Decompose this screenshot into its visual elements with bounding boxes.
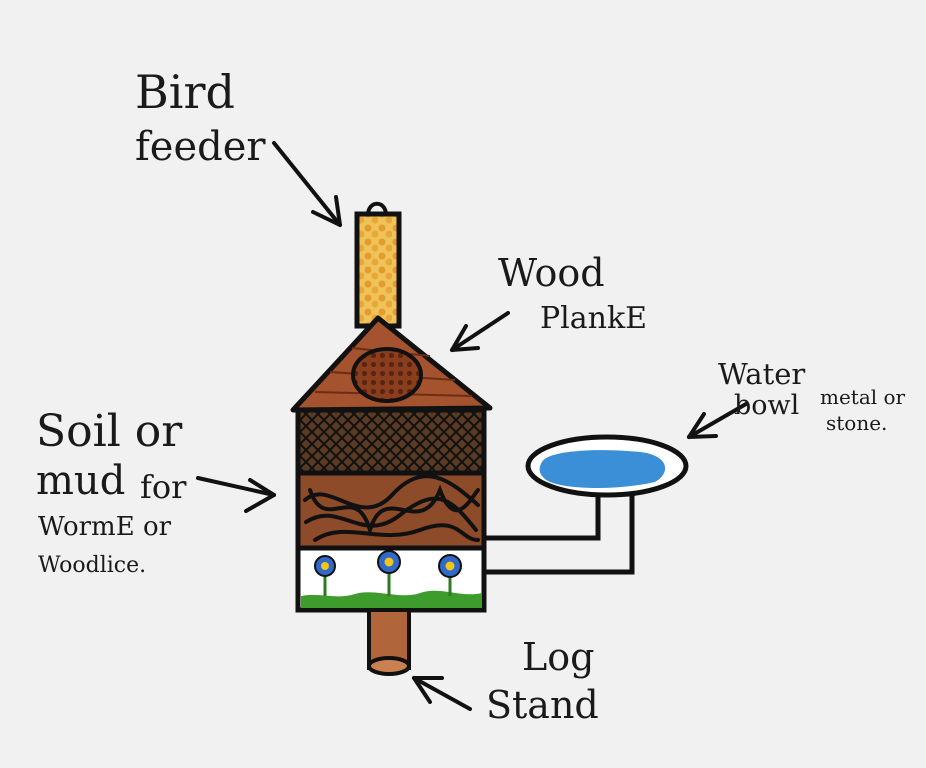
arrow-water-bowl: [687, 402, 748, 439]
label-wood-planks-line1: Wood: [498, 251, 605, 295]
label-water-bowl-line2: bowl: [734, 390, 799, 421]
arrow-wood-planks: [450, 311, 510, 352]
flower-icon: [438, 554, 462, 596]
flower-icon: [377, 550, 401, 596]
water-bowl: [484, 434, 689, 575]
label-soil-purpose-line3: Woodlice.: [38, 553, 146, 578]
label-soil-purpose: for WormE or Woodlice.: [38, 468, 187, 578]
feeder-tube: [354, 211, 402, 329]
arrow-bird-feeder: [272, 141, 342, 227]
label-water-bowl-line1: Water: [718, 357, 805, 391]
label-bird-feeder-line1: Bird: [135, 65, 235, 119]
label-bird-feeder-line2: feeder: [135, 124, 266, 170]
label-soil-line1: Soil or: [36, 406, 183, 457]
soil-layer: [295, 470, 487, 551]
label-water-bowl: Water bowl: [718, 357, 805, 421]
roof: [290, 315, 493, 413]
bowl-bracket: [484, 492, 635, 575]
mesh-layer: [295, 407, 487, 476]
label-water-bowl-material-line2: stone.: [826, 411, 887, 435]
bowl-water: [539, 450, 666, 488]
label-water-bowl-material: metal or stone.: [820, 385, 906, 435]
label-log-stand-line1: Log: [522, 635, 594, 679]
label-log-stand-line2: Stand: [486, 683, 599, 727]
label-wood-planks: Wood PlankE: [498, 251, 647, 336]
label-water-bowl-material-line1: metal or: [820, 385, 906, 409]
label-soil-line2: mud: [36, 458, 125, 504]
flower-icon: [314, 555, 336, 596]
label-bird-feeder: Bird feeder: [135, 65, 266, 170]
flower-layer: [295, 545, 487, 613]
label-wood-planks-line2: PlankE: [540, 301, 647, 336]
nest-hole: [351, 347, 423, 403]
bird-feeder: [354, 201, 402, 329]
label-log-stand: Log Stand: [486, 635, 599, 727]
label-soil-purpose-line2: WormE or: [38, 512, 172, 542]
label-soil-purpose-line1: for: [140, 468, 187, 506]
arrow-log-stand: [412, 676, 472, 711]
arrow-soil: [196, 476, 276, 513]
label-soil: Soil or mud: [36, 406, 183, 504]
log-stand: [367, 608, 411, 676]
